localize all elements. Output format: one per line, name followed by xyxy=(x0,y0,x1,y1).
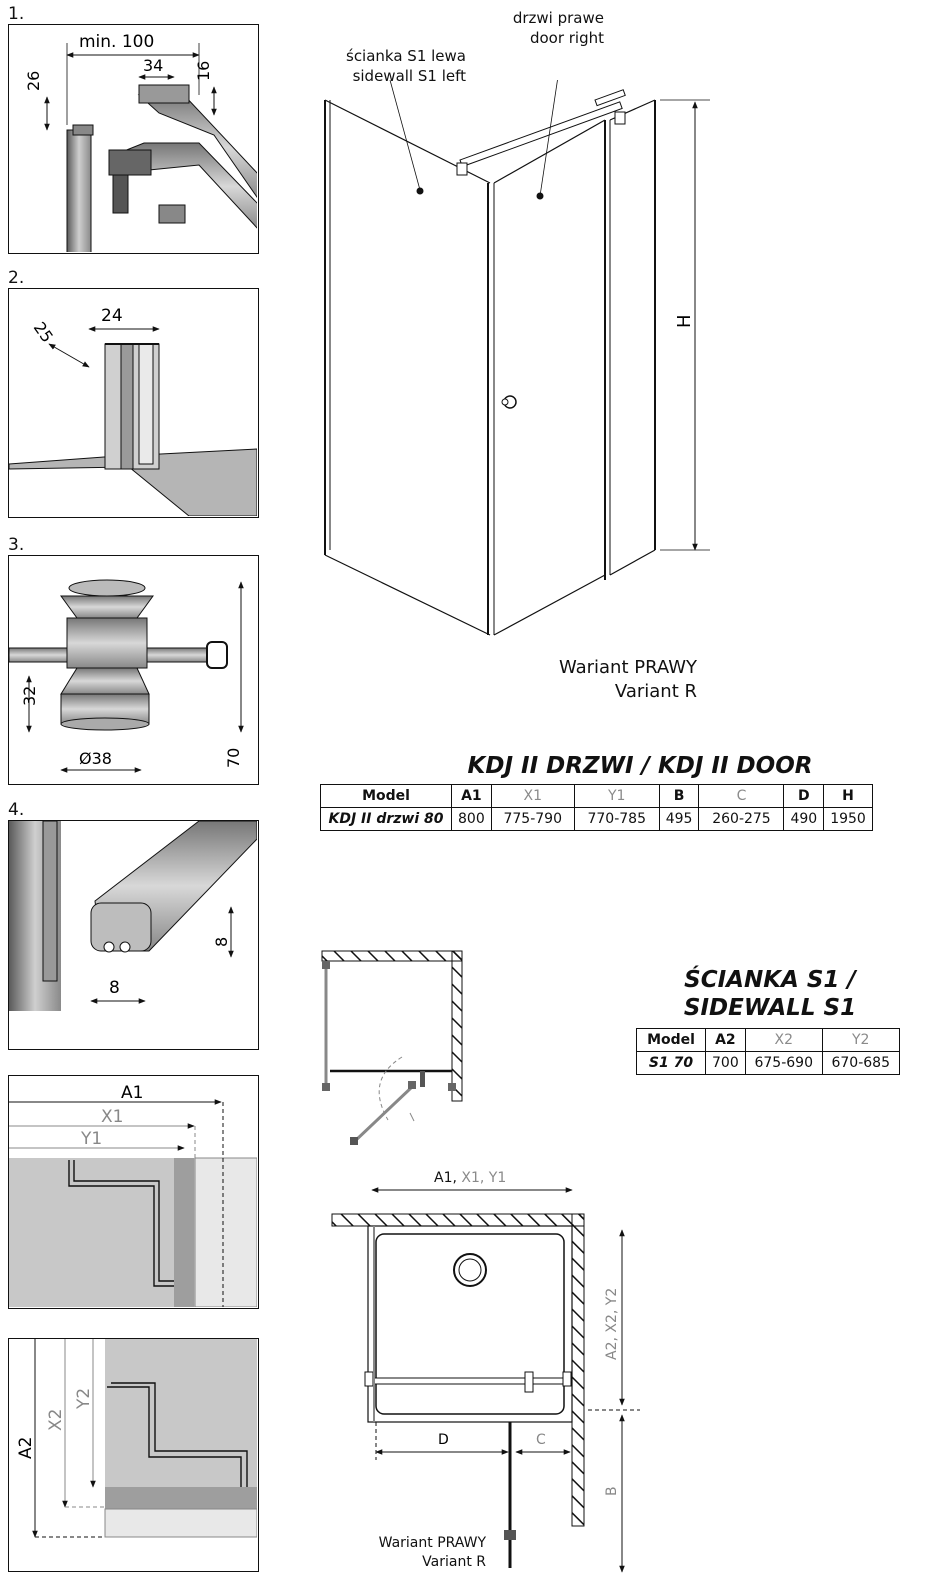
door-cell-b: 495 xyxy=(658,807,700,831)
sidewall-table-row: S1 70 700 675-690 670-685 xyxy=(636,1051,900,1075)
top-plan-d-label: D xyxy=(438,1432,449,1448)
sidewall-label: ścianka S1 lewa sidewall S1 left xyxy=(346,47,466,85)
detail-number-3: 3. xyxy=(8,535,25,555)
top-plan-view: D C A2, X2, Y2 B xyxy=(331,1187,640,1573)
sidewall-spec-table: Model A2 X2 Y2 S1 70 700 675-690 670-685 xyxy=(636,1028,900,1075)
top-plan-a1-label: A1, X1, Y1 xyxy=(434,1170,507,1186)
plan-a2-label: A2 xyxy=(16,1437,36,1459)
plan-panel-a2: A2 X2 Y2 xyxy=(8,1338,259,1572)
plan-x1-label: X1 xyxy=(101,1107,123,1127)
dim-25: 25 xyxy=(30,318,57,346)
dim-8-vertical: 8 xyxy=(212,937,231,947)
dim-min100: min. 100 xyxy=(79,32,154,52)
detail-panel-3: 32 Ø38 70 xyxy=(8,555,259,785)
door-cell-c: 260-275 xyxy=(698,807,785,831)
door-label: drzwi prawe door right xyxy=(512,9,604,47)
dim-16: 16 xyxy=(194,61,213,81)
height-label: H xyxy=(674,314,695,328)
sidewall-cell-y2: 670-685 xyxy=(821,1051,900,1075)
dim-8-horizontal: 8 xyxy=(109,978,120,998)
door-spec-table: Model A1 X1 Y1 B C D H KDJ II drzwi 80 8… xyxy=(320,784,873,831)
detail-panel-2: 24 25 xyxy=(8,288,259,518)
dim-34: 34 xyxy=(143,56,163,75)
door-col-y1: Y1 xyxy=(573,784,660,808)
detail-number-4: 4. xyxy=(8,800,25,820)
detail-panel-4: 8 8 xyxy=(8,820,259,1050)
door-cell-h: 1950 xyxy=(823,807,873,831)
detail-panel-1: min. 100 34 26 16 xyxy=(8,24,259,254)
top-plan-a2-label: A2, X2, Y2 xyxy=(604,1288,620,1360)
door-cell-y1: 770-785 xyxy=(573,807,660,831)
sidewall-col-x2: X2 xyxy=(744,1028,823,1052)
door-col-d: D xyxy=(783,784,825,808)
sidewall-cell-model: S1 70 xyxy=(636,1051,706,1075)
plan-y2-label: Y2 xyxy=(74,1388,94,1410)
dim-32: 32 xyxy=(20,686,39,706)
swing-plan-view xyxy=(321,950,463,1145)
door-col-a1: A1 xyxy=(451,784,492,808)
door-col-x1: X1 xyxy=(490,784,575,808)
plan-y1-label: Y1 xyxy=(80,1129,102,1149)
door-col-h: H xyxy=(823,784,873,808)
plan-panel-a1: A1 X1 Y1 xyxy=(8,1075,259,1309)
sidewall-cell-x2: 675-690 xyxy=(744,1051,823,1075)
sidewall-col-a2: A2 xyxy=(705,1028,746,1052)
dim-70: 70 xyxy=(224,748,243,768)
detail-number-2: 2. xyxy=(8,268,25,288)
sidewall-cell-a2: 700 xyxy=(705,1051,746,1075)
door-cell-model: KDJ II drzwi 80 xyxy=(320,807,452,831)
top-plan-c-label: C xyxy=(536,1432,546,1448)
dim-26: 26 xyxy=(24,71,43,91)
main-enclosure-view: H xyxy=(324,80,710,636)
dim-24: 24 xyxy=(101,306,123,326)
plan-x2-label: X2 xyxy=(46,1409,66,1431)
plan-a1-label: A1 xyxy=(121,1083,143,1103)
door-table-header-row: Model A1 X1 Y1 B C D H xyxy=(320,784,873,808)
top-plan-variant-label: Wariant PRAWY Variant R xyxy=(378,1535,486,1570)
main-variant-label: Wariant PRAWY Variant R xyxy=(558,657,697,702)
door-col-model: Model xyxy=(320,784,452,808)
sidewall-col-y2: Y2 xyxy=(821,1028,900,1052)
door-col-b: B xyxy=(658,784,700,808)
door-table-row: KDJ II drzwi 80 800 775-790 770-785 495 … xyxy=(320,807,873,831)
door-cell-a1: 800 xyxy=(451,807,492,831)
door-col-c: C xyxy=(698,784,785,808)
door-table-title: KDJ II DRZWI / KDJ II DOOR xyxy=(467,753,813,779)
top-plan-b-label: B xyxy=(604,1486,620,1496)
dim-38: Ø38 xyxy=(79,749,112,768)
sidewall-table-header-row: Model A2 X2 Y2 xyxy=(636,1028,900,1052)
sidewall-col-model: Model xyxy=(636,1028,706,1052)
door-cell-x1: 775-790 xyxy=(490,807,575,831)
sidewall-table-title: ŚCIANKA S1 / SIDEWALL S1 xyxy=(683,967,857,1021)
detail-number-1: 1. xyxy=(8,4,25,24)
door-cell-d: 490 xyxy=(783,807,825,831)
